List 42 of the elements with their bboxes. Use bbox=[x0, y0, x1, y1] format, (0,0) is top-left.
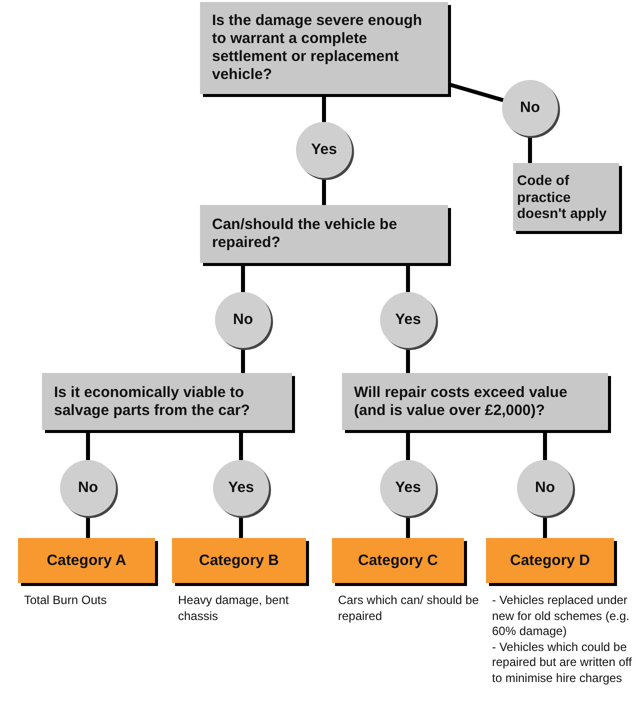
connector-line bbox=[322, 178, 326, 205]
question-text: Will repair costs exceed value (and is value over £2,000)? bbox=[354, 384, 568, 420]
answer-label: No bbox=[233, 311, 253, 329]
question-box bbox=[342, 373, 608, 430]
category-description: Cars which can/ should be repaired bbox=[338, 593, 480, 624]
connector-line bbox=[406, 348, 410, 373]
answer-label: Yes bbox=[395, 479, 421, 497]
category-label: Category B bbox=[198, 552, 280, 570]
category-description: Heavy damage, bent chassis bbox=[178, 593, 290, 624]
answer-label: Yes bbox=[395, 311, 421, 329]
category-label: Category A bbox=[46, 552, 126, 570]
answer-label: No bbox=[78, 479, 98, 497]
question-text: Is it economically viable to salvage parts from the car? bbox=[54, 384, 251, 420]
connector-line bbox=[239, 430, 243, 460]
connector-line bbox=[543, 516, 547, 538]
question-box bbox=[42, 373, 292, 430]
answer-label: Yes bbox=[228, 479, 254, 497]
question-text: Code of practice doesn't apply bbox=[517, 172, 608, 222]
category-label: Category C bbox=[358, 552, 438, 570]
connector-line bbox=[322, 94, 326, 122]
answer-label: No bbox=[535, 479, 555, 497]
question-box bbox=[200, 205, 448, 263]
connector-line bbox=[406, 430, 410, 460]
question-box bbox=[513, 163, 619, 231]
question-box bbox=[200, 2, 448, 94]
connector-line bbox=[86, 430, 90, 460]
category-label: Category D bbox=[510, 552, 590, 570]
category-description: Total Burn Outs bbox=[24, 593, 108, 609]
connector-line bbox=[406, 263, 410, 292]
question-text: Can/should the vehicle be repaired? bbox=[212, 216, 398, 252]
connector-line bbox=[86, 516, 90, 538]
connector-line bbox=[406, 516, 410, 538]
connector-line bbox=[543, 430, 547, 460]
connector-line bbox=[241, 263, 245, 292]
category-description: - Vehicles replaced under new for old schemes (e.g. 60% damage) bbox=[492, 593, 630, 640]
connector-line bbox=[241, 348, 245, 373]
question-text: Is the damage severe enough to warrant a complete settlement or replacement vehicle? bbox=[212, 12, 424, 84]
connector-line bbox=[239, 516, 243, 538]
answer-label: No bbox=[520, 99, 540, 117]
category-description: - Vehicles which could be repaired but are written off to minimise hire charges bbox=[492, 640, 633, 687]
connector-line bbox=[528, 136, 532, 163]
answer-label: Yes bbox=[311, 141, 337, 159]
